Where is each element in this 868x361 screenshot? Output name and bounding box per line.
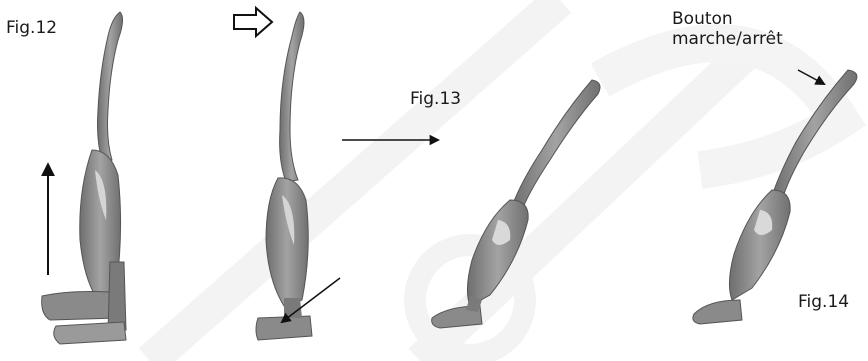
figure-12-label: Fig.12 xyxy=(6,19,57,39)
on-off-label-line2: marche/arrêt xyxy=(672,30,783,50)
figure-13-label: Fig.13 xyxy=(410,90,461,110)
vacuum-standing xyxy=(256,12,312,340)
figure-14-label: Fig.14 xyxy=(798,293,849,313)
vacuum-fig12 xyxy=(42,12,126,344)
outline-right-arrow xyxy=(234,8,272,36)
on-off-button-label: Bouton marche/arrêt xyxy=(672,10,783,49)
vacuum-fig14 xyxy=(693,70,857,324)
on-off-label-line1: Bouton xyxy=(672,10,783,30)
